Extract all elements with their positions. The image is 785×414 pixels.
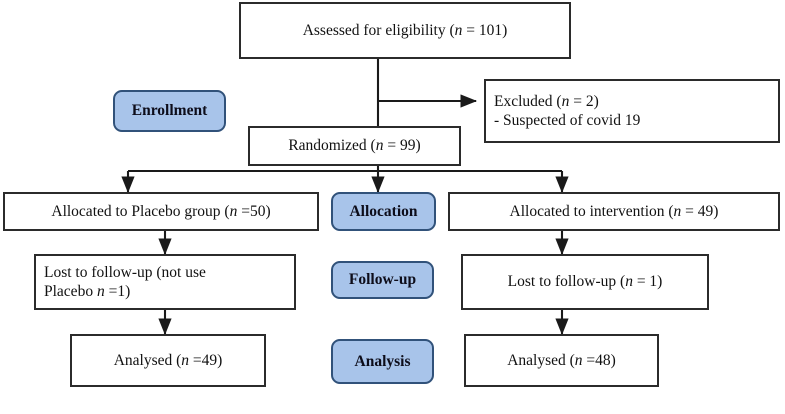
box-analysed-placebo-text: Analysed (n =49)	[113, 351, 223, 369]
box-allocated-placebo-text: Allocated to Placebo group (n =50)	[51, 202, 271, 220]
stage-badge-allocation-label: Allocation	[349, 202, 418, 220]
box-randomized-text: Randomized (n = 99)	[288, 137, 421, 155]
box-assessed-for-eligibility: Assessed for eligibility (n = 101)	[239, 2, 571, 59]
stage-badge-analysis: Analysis	[331, 339, 434, 384]
stage-badge-followup: Follow-up	[331, 261, 434, 299]
box-assessed-text: Assessed for eligibility (n = 101)	[302, 21, 508, 39]
box-lost-intervention-text: Lost to follow-up (n = 1)	[507, 273, 663, 291]
box-excluded: Excluded (n = 2) - Suspected of covid 19	[484, 79, 780, 143]
stage-badge-enrollment: Enrollment	[113, 90, 226, 132]
box-lost-followup-intervention: Lost to follow-up (n = 1)	[461, 254, 709, 310]
box-lost-followup-placebo: Lost to follow-up (not use Placebo n =1)	[34, 254, 296, 310]
stage-badge-allocation: Allocation	[331, 192, 436, 231]
stage-badge-analysis-label: Analysis	[354, 352, 411, 370]
box-allocated-placebo: Allocated to Placebo group (n =50)	[3, 192, 319, 231]
box-lost-placebo-line1: Lost to follow-up (not use	[44, 263, 206, 281]
box-analysed-placebo: Analysed (n =49)	[70, 334, 266, 387]
box-randomized: Randomized (n = 99)	[248, 126, 461, 166]
box-analysed-intervention: Analysed (n =48)	[464, 334, 659, 387]
box-excluded-line2: - Suspected of covid 19	[494, 112, 641, 129]
box-allocated-intervention-text: Allocated to intervention (n = 49)	[509, 202, 719, 220]
box-allocated-intervention: Allocated to intervention (n = 49)	[448, 192, 780, 231]
box-excluded-line1: Excluded (n = 2)	[494, 92, 599, 110]
box-analysed-intervention-text: Analysed (n =48)	[507, 351, 616, 369]
stage-badge-enrollment-label: Enrollment	[131, 102, 208, 119]
stage-badge-followup-label: Follow-up	[348, 271, 417, 288]
box-lost-placebo-line2: Placebo n =1)	[44, 283, 131, 300]
